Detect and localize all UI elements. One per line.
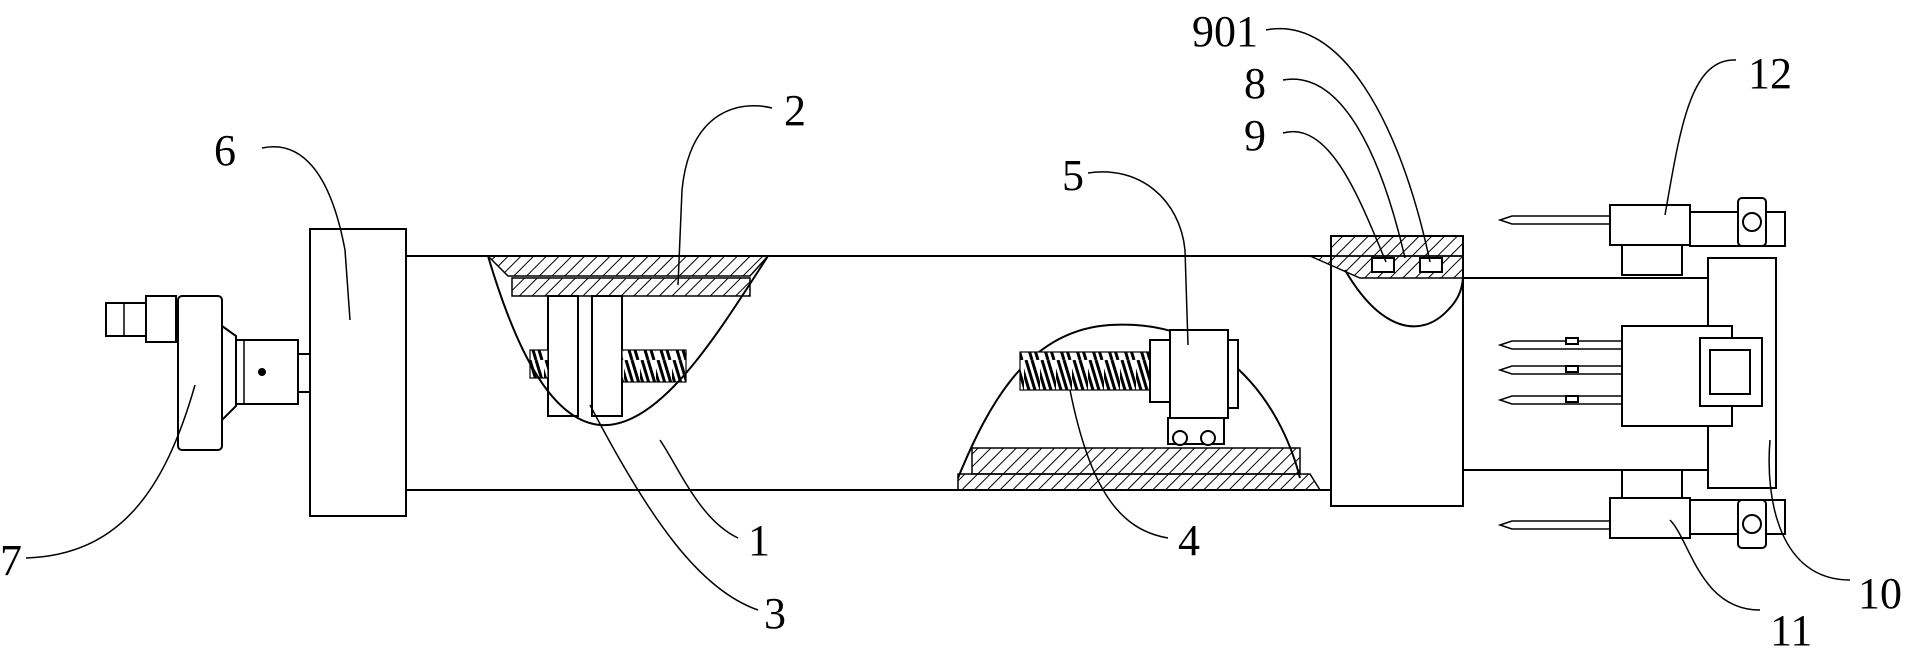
needles bbox=[1497, 215, 1623, 530]
left-cutaway bbox=[486, 255, 770, 427]
roller-b bbox=[1200, 430, 1216, 446]
needle-mid-2 bbox=[1497, 365, 1623, 375]
label-2: 2 bbox=[784, 86, 806, 135]
slider-block-b bbox=[591, 295, 623, 417]
needle-bottom bbox=[1497, 520, 1611, 530]
label-12: 12 bbox=[1748, 49, 1792, 98]
label-3: 3 bbox=[764, 589, 786, 638]
leader-6 bbox=[261, 146, 351, 321]
handle-disc bbox=[177, 295, 223, 451]
leader-901 bbox=[1265, 27, 1431, 263]
label-9: 9 bbox=[1244, 111, 1266, 160]
label-7: 7 bbox=[0, 536, 22, 585]
needle-top bbox=[1497, 215, 1611, 225]
leader-10 bbox=[1768, 439, 1851, 581]
handle-assembly bbox=[105, 295, 311, 451]
label-8: 8 bbox=[1244, 59, 1266, 108]
roller-a bbox=[1172, 430, 1188, 446]
cutaway-curve-middle bbox=[957, 323, 1301, 479]
upper-pivot bbox=[1742, 212, 1762, 232]
screw-left-b bbox=[621, 349, 687, 383]
label-4: 4 bbox=[1178, 516, 1200, 565]
clamp-collar bbox=[1309, 235, 1464, 507]
leader-5 bbox=[1087, 171, 1189, 346]
handle-grip-tab bbox=[105, 302, 149, 337]
label-5: 5 bbox=[1062, 151, 1084, 200]
top-wall-hatch bbox=[486, 255, 770, 277]
motor-block bbox=[309, 228, 407, 517]
leader-lines bbox=[25, 27, 1851, 611]
leader-9 bbox=[1282, 130, 1387, 263]
label-901: 901 bbox=[1192, 7, 1258, 56]
label-11: 11 bbox=[1770, 606, 1812, 655]
lower-pivot bbox=[1742, 514, 1762, 534]
guide-rail-2 bbox=[511, 277, 751, 297]
upper-clamp-base bbox=[1621, 244, 1683, 276]
screw-left-a bbox=[529, 349, 549, 379]
leader-12 bbox=[1664, 59, 1737, 216]
bottom-wall-hatch bbox=[957, 473, 1322, 491]
spring-901 bbox=[1419, 257, 1443, 273]
middle-cutaway bbox=[957, 323, 1322, 491]
handle-grip-sleeve bbox=[145, 295, 177, 343]
leader-4 bbox=[1069, 389, 1169, 539]
lower-clamp-11 bbox=[1609, 497, 1691, 539]
label-6: 6 bbox=[214, 126, 236, 175]
leader-7 bbox=[25, 384, 196, 559]
lower-rail-4 bbox=[971, 447, 1301, 475]
leader-1 bbox=[659, 439, 739, 539]
reference-numerals: 2 6 7 1 3 4 5 9 8 901 12 10 11 bbox=[0, 7, 1902, 655]
nut-cap bbox=[1227, 339, 1239, 409]
label-10: 10 bbox=[1858, 569, 1902, 618]
nut-block-5 bbox=[1169, 329, 1229, 419]
needle-tag-3 bbox=[1565, 395, 1579, 403]
label-1: 1 bbox=[748, 516, 770, 565]
output-head bbox=[1463, 197, 1786, 549]
spring-9 bbox=[1371, 257, 1395, 273]
shaft-stub bbox=[297, 353, 311, 393]
leader-8 bbox=[1282, 78, 1406, 259]
lower-clamp-base bbox=[1621, 469, 1683, 499]
leader-3 bbox=[589, 404, 759, 611]
leader-11 bbox=[1669, 519, 1761, 611]
handle-shaft-collar bbox=[235, 339, 299, 405]
needle-tag-1 bbox=[1565, 337, 1579, 345]
screw-middle bbox=[1019, 351, 1151, 391]
needle-tag-2 bbox=[1565, 365, 1579, 373]
upper-clamp-12 bbox=[1609, 204, 1691, 246]
cutaway-curve-right bbox=[1344, 269, 1464, 328]
collar-top-hatch bbox=[1330, 235, 1464, 257]
handle-hub bbox=[221, 324, 237, 423]
nut-flange bbox=[1149, 339, 1171, 403]
center-socket bbox=[1709, 349, 1751, 395]
pin-dot bbox=[258, 368, 266, 376]
needle-mid-1 bbox=[1497, 340, 1623, 350]
leader-2 bbox=[677, 105, 773, 286]
needle-mid-3 bbox=[1497, 395, 1623, 405]
